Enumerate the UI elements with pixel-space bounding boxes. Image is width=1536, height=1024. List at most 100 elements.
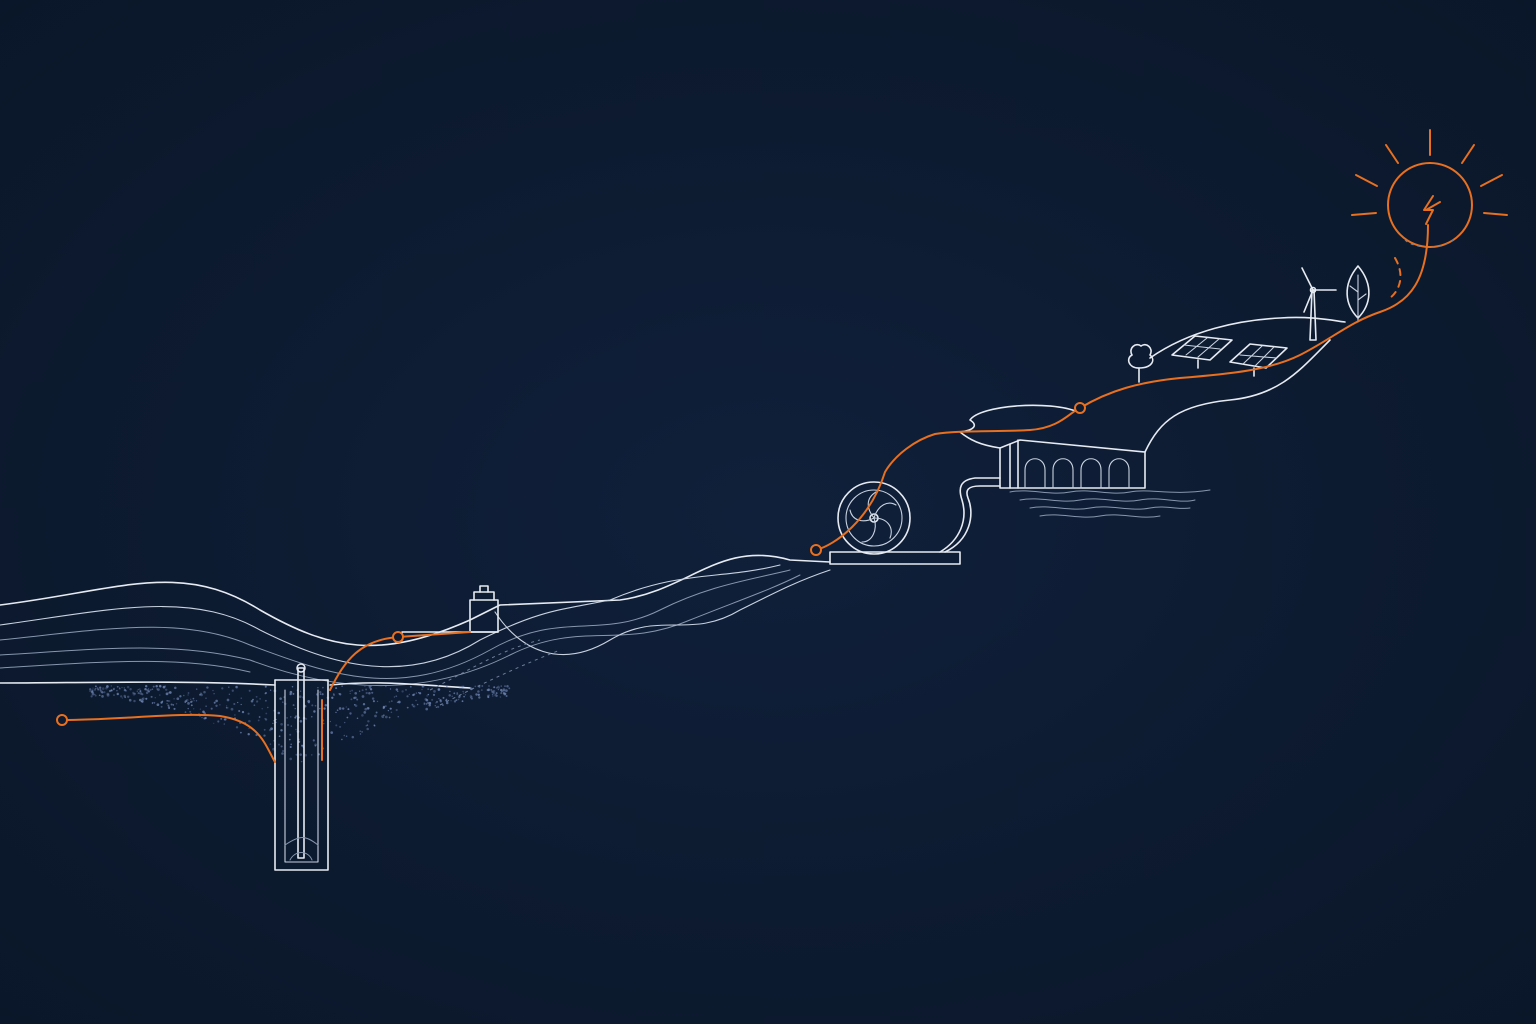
particle-dot [478, 696, 481, 699]
particle-dot [311, 754, 313, 756]
particle-dot [289, 692, 292, 696]
particle-dot [335, 711, 337, 714]
particle-dot [142, 697, 145, 700]
particle-dot [298, 695, 302, 699]
particle-dot [166, 700, 168, 702]
particle-dot [371, 697, 375, 700]
particle-dot [372, 700, 375, 703]
particle-dot [193, 708, 195, 710]
particle-dot [213, 701, 216, 704]
particle-dot [449, 690, 451, 693]
particle-dot [491, 690, 494, 693]
particle-dot [304, 717, 308, 721]
particle-dot [385, 705, 387, 707]
particle-dot [371, 691, 374, 694]
particle-dot [235, 726, 239, 729]
particle-dot [365, 725, 367, 727]
particle-dot [464, 694, 467, 696]
particle-dot [319, 690, 322, 694]
particle-dot [128, 698, 132, 702]
particle-dot [375, 711, 378, 714]
particle-dot [368, 686, 372, 689]
particle-dot [132, 692, 136, 696]
particle-dot [201, 716, 203, 719]
particle-dot [499, 696, 502, 698]
particle-dot [442, 696, 445, 699]
particle-dot [397, 690, 399, 693]
particle-dot [321, 693, 324, 696]
particle-dot [486, 689, 489, 691]
particle-dot [480, 689, 483, 692]
particle-dot [462, 685, 465, 688]
particle-dot [162, 685, 166, 689]
particle-dot [365, 688, 368, 691]
particle-dot [461, 700, 464, 703]
particle-dot [393, 696, 396, 698]
particle-dot [469, 695, 473, 698]
particle-dot [129, 687, 132, 691]
particle-dot [361, 714, 364, 717]
particle-dot [361, 731, 363, 733]
particle-dot [250, 700, 254, 703]
particle-dot [168, 691, 172, 694]
particle-dot [269, 689, 272, 691]
particle-dot [301, 744, 304, 747]
particle-dot [174, 686, 177, 690]
particle-dot [361, 695, 365, 698]
particle-dot [397, 716, 399, 718]
particle-dot [364, 685, 366, 688]
particle-dot [395, 688, 399, 691]
particle-dot [421, 685, 425, 688]
particle-dot [322, 686, 324, 689]
tree-icon [1127, 343, 1154, 383]
particle-dot [272, 722, 274, 725]
particle-dot [406, 695, 409, 698]
particle-dot [359, 733, 362, 735]
particle-dot [432, 693, 436, 696]
hill-landscape [1144, 316, 1346, 453]
particle-dot [257, 719, 260, 722]
particle-dot [187, 694, 189, 696]
particle-dot [233, 702, 236, 706]
particle-dot [281, 749, 285, 753]
water-stream-lines [0, 554, 831, 706]
particle-dot [462, 690, 464, 693]
particle-dot [210, 707, 213, 710]
particle-dot [333, 694, 335, 696]
particle-dot [224, 718, 227, 721]
particle-dot [205, 705, 207, 707]
particle-dot [203, 690, 206, 694]
particle-dot [215, 699, 218, 703]
particle-dot [415, 692, 418, 694]
particle-dot [346, 716, 349, 719]
particle-dot [367, 707, 370, 710]
particle-dot [267, 706, 269, 709]
particle-dot [361, 689, 364, 692]
particle-dot [295, 753, 298, 756]
particle-dot [112, 688, 115, 691]
particle-dot [458, 695, 461, 699]
particle-dot [311, 716, 313, 718]
particle-dot [428, 701, 432, 705]
particle-dot [295, 728, 297, 731]
particle-dot [175, 702, 178, 705]
particle-dot [227, 707, 229, 709]
particle-dot [94, 688, 97, 690]
solar-panel-icon [1171, 335, 1288, 377]
particle-dot [471, 696, 473, 698]
particle-dot [263, 734, 266, 737]
particle-dot [347, 708, 350, 711]
particle-dot [388, 716, 391, 719]
particle-dot [411, 703, 414, 706]
particle-dot [265, 712, 268, 715]
particle-dot [390, 711, 393, 714]
particle-dot [248, 719, 251, 723]
particle-dot [253, 704, 256, 707]
particle-dot [505, 694, 508, 698]
particle-dot [313, 710, 316, 713]
particle-dot [99, 686, 102, 689]
particle-dot [364, 707, 368, 711]
particle-dot [116, 689, 118, 692]
particle-dot [408, 693, 410, 696]
